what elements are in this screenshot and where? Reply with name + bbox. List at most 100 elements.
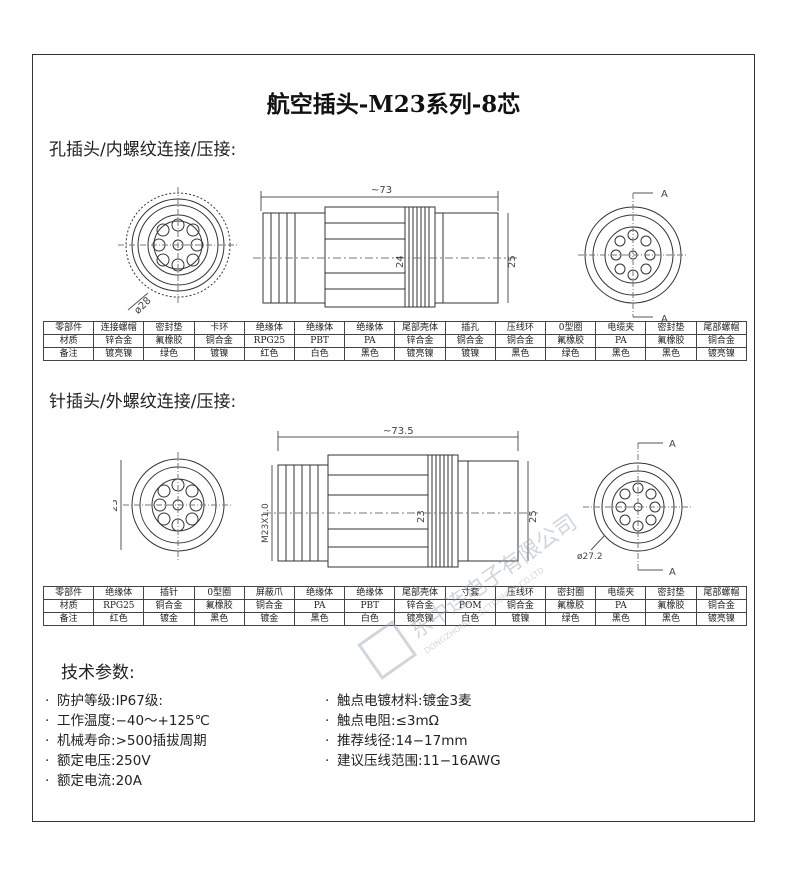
table-cell: 铜合金 bbox=[193, 334, 245, 348]
socket-rear-view: A A bbox=[578, 189, 688, 325]
table-cell: 绿色 bbox=[545, 612, 597, 626]
table-cell: 氟橡胶 bbox=[193, 599, 245, 613]
list-item: ·额定电流:20A bbox=[45, 773, 142, 789]
list-item: ·额定电压:250V bbox=[45, 753, 151, 769]
params-left-list: ·防护等级:IP67级: ·工作温度:−40～+125℃ ·机械寿命:>500插… bbox=[45, 691, 210, 791]
table-cell: 黑色 bbox=[294, 612, 346, 626]
socket-side-view: ~73 24 25 bbox=[253, 185, 518, 308]
table-cell: 镀金 bbox=[143, 612, 195, 626]
param-label: 触点电阻: bbox=[337, 713, 396, 729]
table-cell: 绝缘体 bbox=[294, 586, 346, 600]
table-cell: 锌合金 bbox=[93, 334, 145, 348]
table-cell: RPG25 bbox=[243, 334, 296, 348]
list-item: ·触点电镀材料:镀金3麦 bbox=[325, 693, 472, 709]
socket-front-dia: ø28 bbox=[133, 295, 154, 315]
table-cell: 氟橡胶 bbox=[143, 334, 195, 348]
param-label: 额定电流: bbox=[57, 773, 116, 789]
table-cell: 镀亮镍 bbox=[394, 612, 446, 626]
param-value: 11−16AWG bbox=[422, 753, 501, 769]
table-cell: 黑色 bbox=[193, 612, 245, 626]
table-cell: 镀镍 bbox=[444, 347, 496, 361]
section1-heading: 孔插头/内螺纹连接/压接: bbox=[49, 140, 237, 160]
plug-side-view: ~73.5 M23X1.0 23 25 bbox=[261, 426, 539, 568]
table-cell: PA bbox=[344, 334, 396, 348]
table-cell: 黑色 bbox=[595, 612, 647, 626]
socket-view-label-bottom: A bbox=[661, 314, 668, 325]
table-cell: 铜合金 bbox=[695, 334, 748, 348]
table-cell: 氟橡胶 bbox=[545, 599, 597, 613]
table-cell: 绿色 bbox=[545, 347, 597, 361]
list-item: ·机械寿命:>500插拔周期 bbox=[45, 733, 207, 749]
table-cell: 绝缘体 bbox=[243, 321, 296, 335]
watermark-logo-icon bbox=[357, 619, 418, 680]
table-cell: 材质 bbox=[42, 334, 95, 348]
table-cell: 0型圈 bbox=[545, 321, 597, 335]
plug-thread-dim: M23X1.0 bbox=[261, 503, 271, 543]
list-item: ·建议压线范围:11−16AWG bbox=[325, 753, 501, 769]
table-cell: 铜合金 bbox=[494, 599, 547, 613]
table-cell: 连接螺帽 bbox=[93, 321, 145, 335]
param-label: 工作温度: bbox=[57, 713, 116, 729]
table-cell: PA bbox=[294, 599, 346, 613]
table-cell: 绝缘体 bbox=[294, 321, 346, 335]
page-title: 航空插头-M23系列-8芯 bbox=[266, 91, 521, 118]
param-value: 14−17mm bbox=[395, 733, 468, 749]
table-cell: 黑色 bbox=[494, 347, 547, 361]
param-label: 机械寿命: bbox=[57, 733, 116, 749]
document-frame: 航空插头-M23系列-8芯 孔插头/内螺纹连接/压接: ø28 bbox=[32, 54, 755, 822]
table-cell: 绝缘体 bbox=[93, 586, 145, 600]
socket-front-view: ø28 bbox=[118, 187, 238, 315]
table-cell: 镀亮镍 bbox=[93, 347, 145, 361]
param-label: 触点电镀材料: bbox=[337, 693, 423, 709]
table-cell: 尾部壳体 bbox=[394, 321, 446, 335]
table-cell: 镀亮镍 bbox=[695, 347, 748, 361]
plug-dia-a: 23 bbox=[416, 510, 427, 523]
table-cell: 压线环 bbox=[494, 586, 547, 600]
socket-view-label-top: A bbox=[661, 189, 668, 200]
plug-front-view: 25 bbox=[113, 452, 233, 560]
table-cell: 黑色 bbox=[645, 347, 697, 361]
param-label: 额定电压: bbox=[57, 753, 116, 769]
table-cell: 零部件 bbox=[42, 321, 95, 335]
table-row: 备注镀亮镍绿色镀镍红色白色黑色镀亮镍镀镍黑色绿色黑色黑色镀亮镍 bbox=[42, 347, 748, 361]
table-cell: 插孔 bbox=[444, 321, 496, 335]
table-cell: 卡环 bbox=[193, 321, 245, 335]
table-cell: PBT bbox=[344, 599, 396, 613]
socket-dia-a: 24 bbox=[395, 255, 406, 268]
list-item: ·工作温度:−40～+125℃ bbox=[45, 713, 210, 729]
param-label: 推荐线径: bbox=[337, 733, 396, 749]
table-cell: PA bbox=[595, 599, 647, 613]
plug-rear-dia: ø27.2 bbox=[577, 552, 603, 562]
table-cell: 铜合金 bbox=[494, 334, 547, 348]
table-cell: 镀亮镍 bbox=[394, 347, 446, 361]
table-cell: 电缆夹 bbox=[595, 586, 647, 600]
table-cell: 红色 bbox=[93, 612, 145, 626]
table-cell: 绝缘体 bbox=[344, 586, 396, 600]
table-cell: 密封垫 bbox=[143, 321, 195, 335]
param-value: 250V bbox=[115, 753, 151, 769]
table-cell: 零部件 bbox=[42, 586, 95, 600]
table-cell: 尾部壳体 bbox=[394, 586, 446, 600]
table-cell: 绝缘体 bbox=[344, 321, 396, 335]
table-cell: 白色 bbox=[294, 347, 346, 361]
table-cell: 密封垫 bbox=[645, 586, 697, 600]
table-row: 备注红色镀金黑色镀金黑色白色镀亮镍白色镀镍绿色黑色黑色镀亮镍 bbox=[42, 612, 748, 626]
table-cell: 白色 bbox=[444, 612, 496, 626]
table-cell: 白色 bbox=[344, 612, 396, 626]
param-value: ≤3mΩ bbox=[395, 713, 439, 729]
table-cell: 材质 bbox=[42, 599, 95, 613]
plug-dia-b: 25 bbox=[528, 510, 539, 523]
table-cell: 锌合金 bbox=[394, 599, 446, 613]
param-value: −40～+125℃ bbox=[115, 713, 210, 729]
table-cell: 铜合金 bbox=[695, 599, 748, 613]
table-cell: 锌合金 bbox=[394, 334, 446, 348]
list-item: ·推荐线径:14−17mm bbox=[325, 733, 468, 749]
table-cell: 黑色 bbox=[344, 347, 396, 361]
table-cell: 密封垫 bbox=[645, 321, 697, 335]
table-cell: PA bbox=[595, 334, 647, 348]
list-item: ·防护等级:IP67级: bbox=[45, 693, 163, 709]
